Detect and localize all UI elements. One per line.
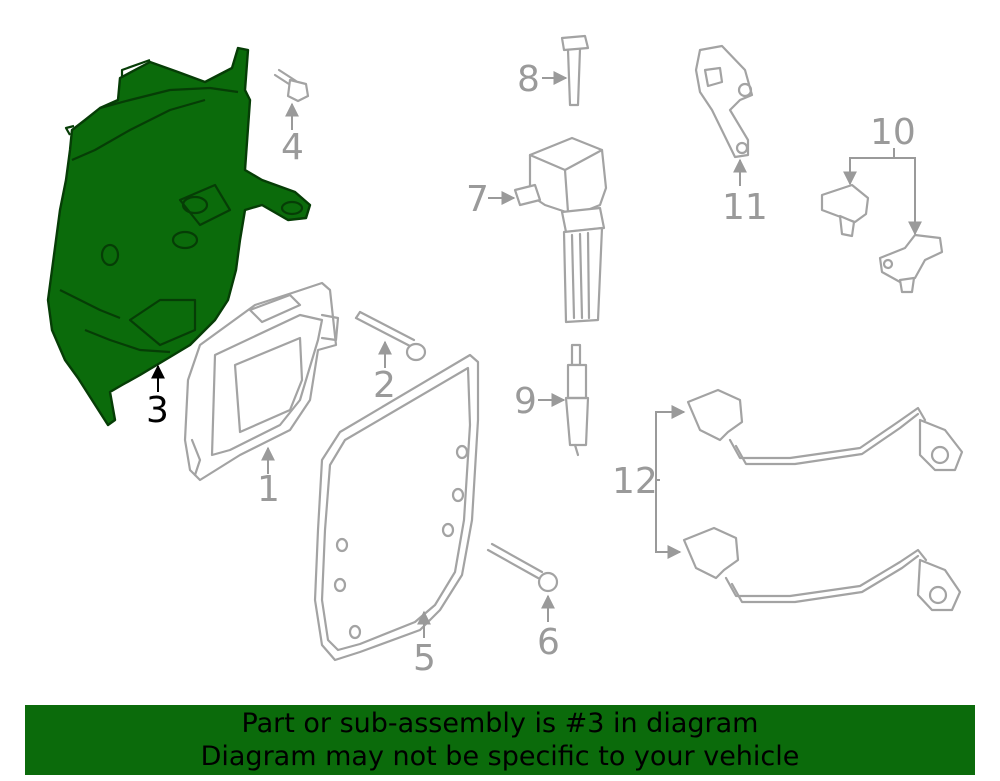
- part-12-harness[interactable]: [682, 388, 964, 612]
- callout-8: 8: [517, 59, 540, 100]
- info-banner: Part or sub-assembly is #3 in diagram Di…: [25, 705, 975, 775]
- callout-12: 12: [612, 461, 658, 502]
- callout-10: 10: [870, 112, 916, 153]
- part-6-bolt[interactable]: [486, 542, 559, 593]
- part-2-bolt[interactable]: [354, 310, 427, 362]
- callout-7: 7: [466, 179, 489, 220]
- callout-3: 3: [146, 390, 169, 431]
- callout-1: 1: [257, 469, 280, 510]
- banner-line-1: Part or sub-assembly is #3 in diagram: [241, 708, 759, 739]
- part-11-sensor[interactable]: [694, 44, 754, 159]
- callout-2: 2: [373, 365, 396, 406]
- callout-6: 6: [537, 622, 560, 663]
- parts-diagram: 1 2 3 4 5 6 7 8 9 10 11 12: [46, 34, 964, 679]
- leader-lines: [151, 71, 922, 638]
- callout-9: 9: [514, 381, 537, 422]
- banner-line-2: Diagram may not be specific to your vehi…: [200, 741, 800, 772]
- part-3-bracket[interactable]: [46, 46, 312, 427]
- part-8-bolt[interactable]: [560, 34, 590, 107]
- part-10-sensors[interactable]: [820, 183, 944, 294]
- callout-11: 11: [722, 187, 768, 228]
- callout-4: 4: [281, 127, 304, 168]
- part-9-plug[interactable]: [564, 343, 590, 457]
- part-4-bolt[interactable]: [273, 68, 310, 103]
- part-7-coil[interactable]: [513, 136, 608, 324]
- part-1-module[interactable]: [183, 281, 340, 482]
- part-5-cover[interactable]: [313, 353, 480, 662]
- callout-5: 5: [413, 638, 436, 679]
